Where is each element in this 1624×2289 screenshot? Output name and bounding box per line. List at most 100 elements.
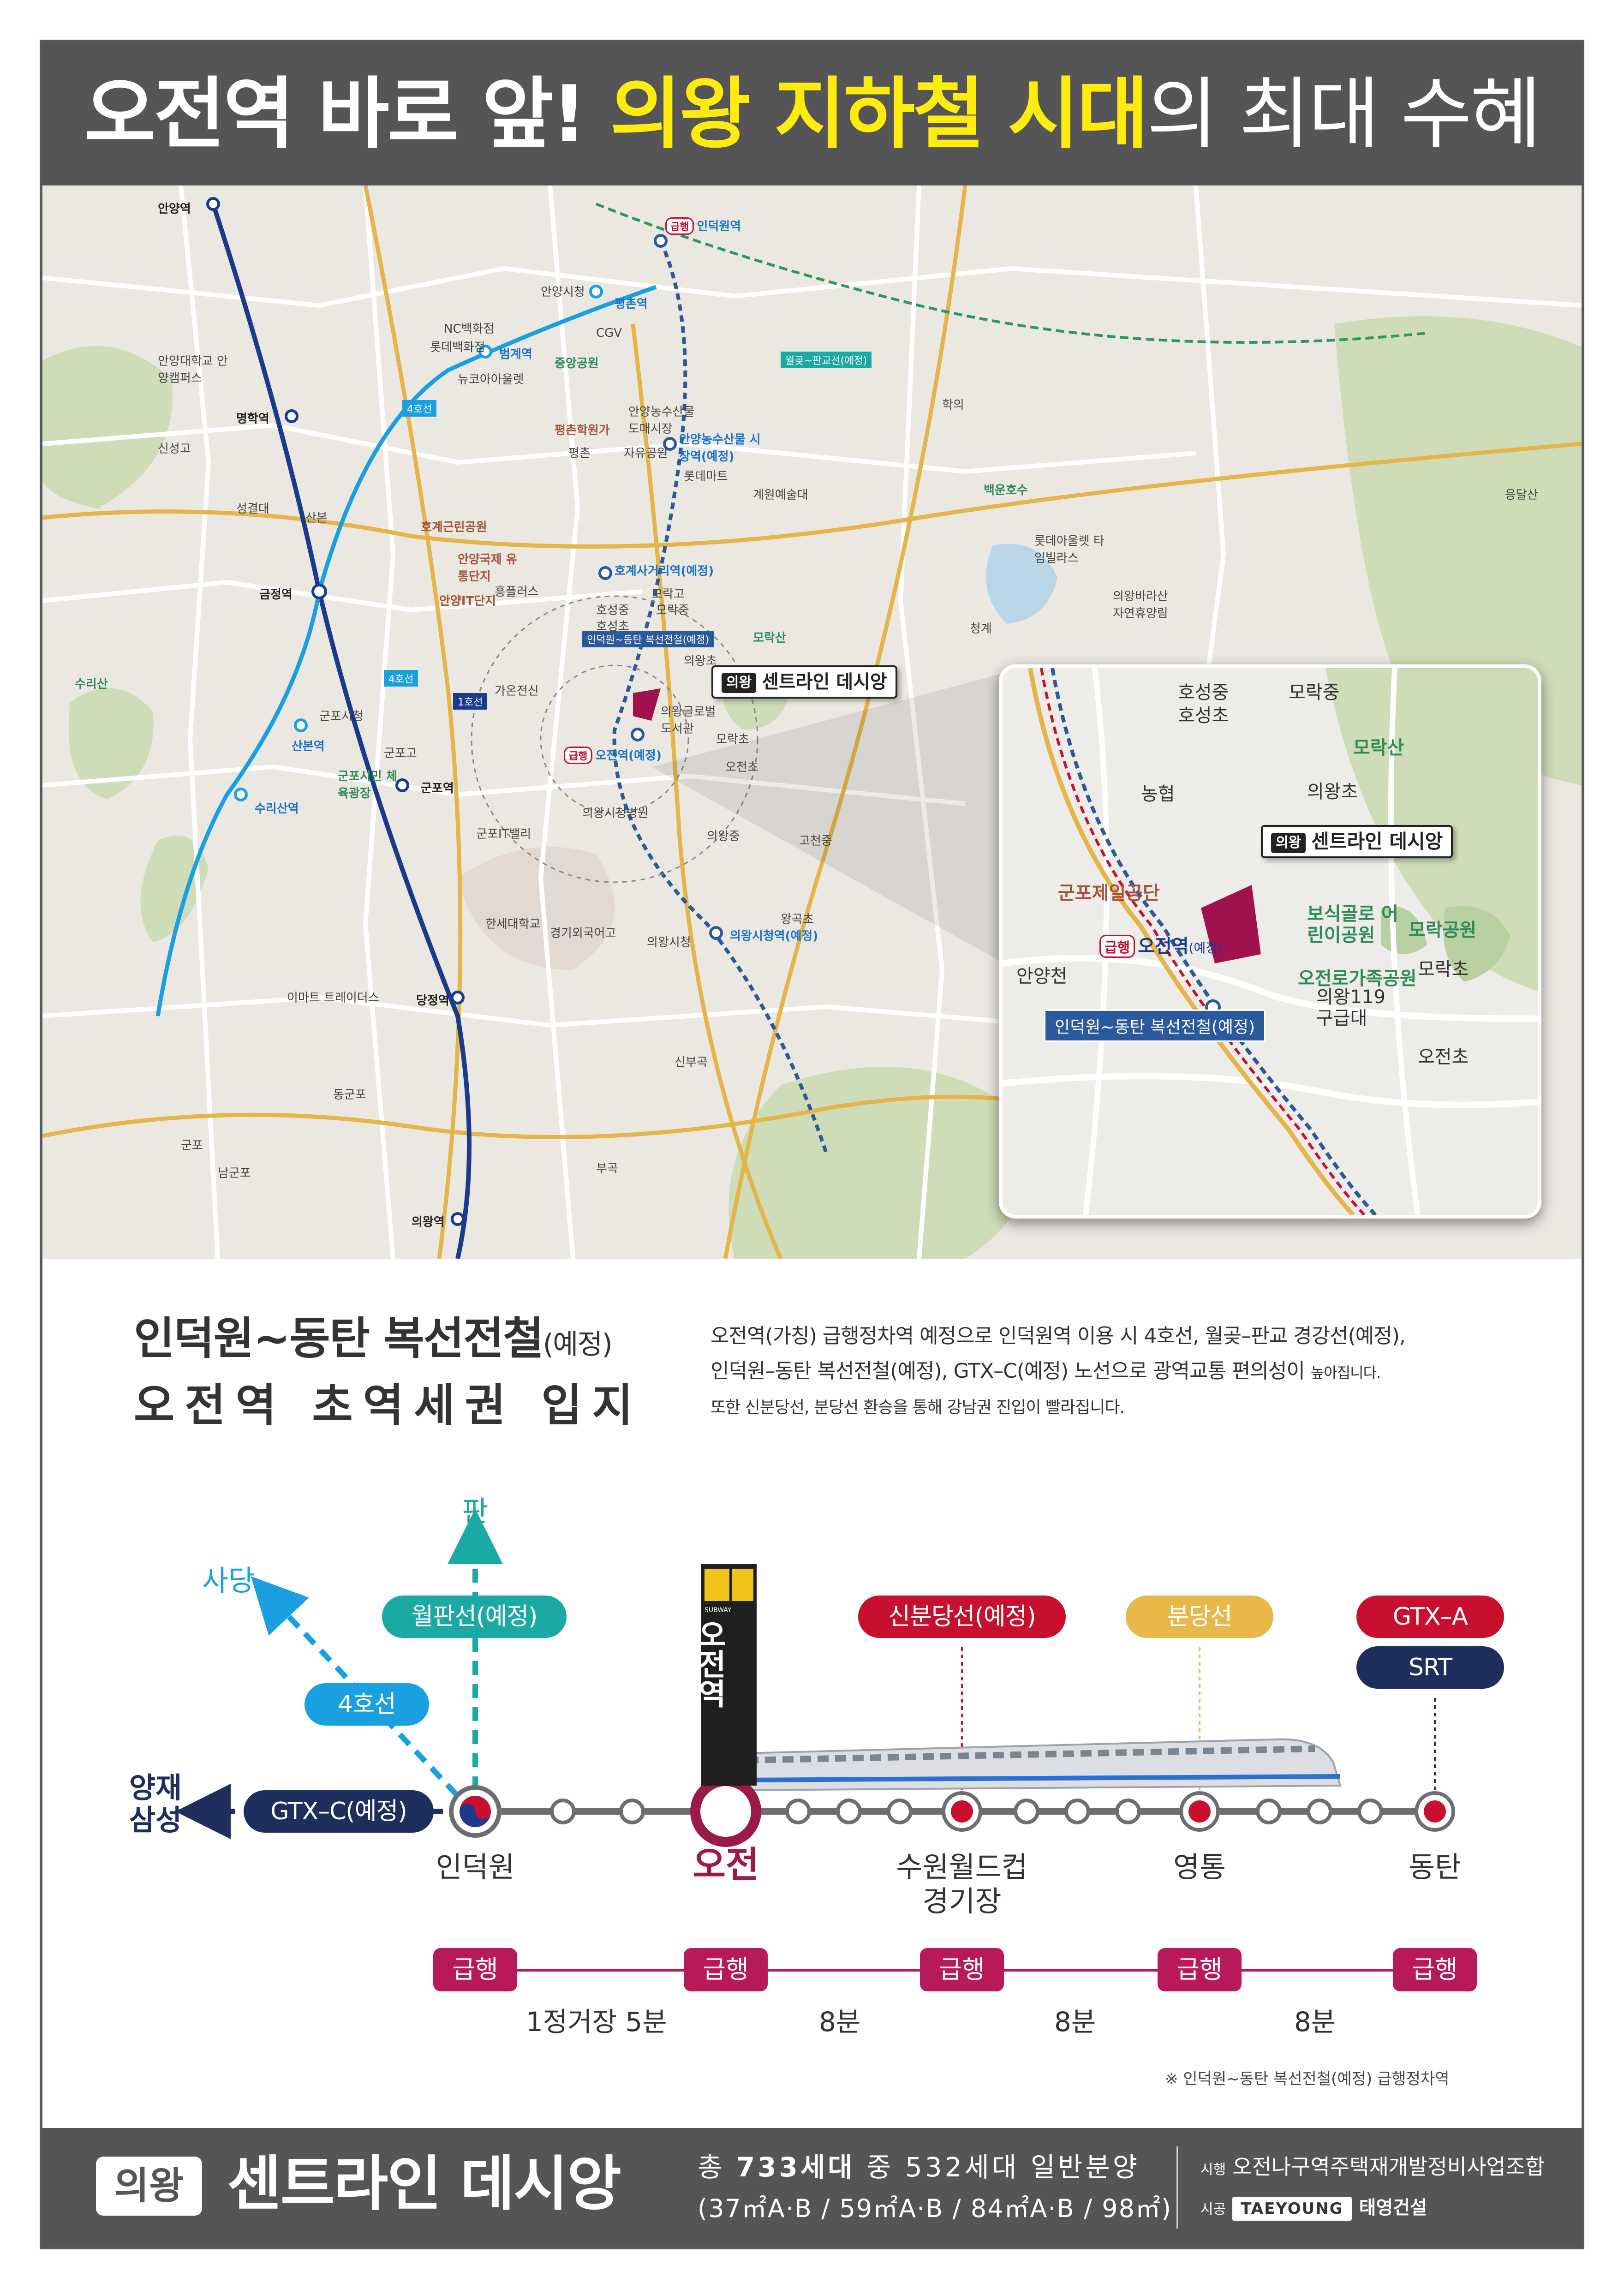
map-place: 의왕중 <box>707 830 740 843</box>
section-title-main: 인덕원~동탄 복선전철 <box>134 1313 544 1364</box>
pill-srt: SRT <box>1356 1646 1504 1689</box>
units-total: 733세대 <box>736 2152 855 2183</box>
inset-station-name: 오전역 <box>1138 936 1189 957</box>
map-station-ojeon-name: 오전역(예정) <box>595 749 662 763</box>
map-place: 산본 <box>305 511 328 525</box>
station-label-indeogwon: 인덕원 <box>436 1850 515 1884</box>
map-place: 호성중 <box>596 604 629 617</box>
pill-gtxc: GTX–C(예정) <box>244 1790 434 1833</box>
map-station-nongsusan: 안양농수산물 시장역(예정) <box>679 433 761 464</box>
builder-label: 시공 <box>1200 2201 1226 2217</box>
map-place: 성결대 <box>236 502 269 516</box>
footer-badge: 의왕 <box>96 2157 202 2216</box>
map-place: 응달산 <box>1505 488 1538 502</box>
map-station-sanbon: 산본역 <box>292 740 325 753</box>
headline: 오전역 바로 앞! 의왕 지하철 시대의 최대 수혜지! <box>42 42 1582 302</box>
pill-line4: 4호선 <box>304 1683 429 1726</box>
map-station-surisan: 수리산역 <box>255 802 299 816</box>
section-title-line1: 인덕원~동탄 복선전철(예정) <box>134 1308 643 1375</box>
map-place: 안양대학교 안양캠퍼스 <box>158 354 228 385</box>
footer-units: 총 733세대 중 532세대 일반분양 <box>698 2146 1140 2184</box>
section-description: 오전역(가칭) 급행정차역 예정으로 인덕원역 이용 시 4호선, 월곶–판교 … <box>710 1319 1550 1425</box>
map-station-uiwang: 의왕역 <box>412 1215 445 1229</box>
map-place: 모락고 <box>651 587 685 601</box>
developer-name: 오전나구역주택재개발정비사업조합 <box>1232 2154 1545 2179</box>
express-badge-ojeon: 급행 <box>684 1948 768 1991</box>
time-label: 8분 <box>819 2006 861 2038</box>
map-canvas <box>42 185 1582 1259</box>
pill-gtxa: GTX–A <box>1356 1596 1504 1638</box>
line-tag-4: 4호선 <box>402 400 437 417</box>
express-badge-dongtan: 급행 <box>1393 1948 1477 1991</box>
map-place: 의왕바라산 자연휴양림 <box>1113 590 1168 621</box>
map-place: 안양국제 유통단지 <box>458 553 517 584</box>
map-place: 고천중 <box>799 834 832 848</box>
line-tag-4: 4호선 <box>384 670 418 687</box>
footer-developer: 시행 오전나구역주택재개발정비사업조합 <box>1200 2150 1545 2181</box>
inset-line-label: 인덕원~동탄 복선전철(예정) <box>1044 1010 1266 1042</box>
map-place: 안양IT단지 <box>439 594 496 608</box>
inset-place: 호성초 <box>1178 705 1229 726</box>
dest-sadang: 사당 <box>202 1564 255 1597</box>
express-badge-indeogwon: 급행 <box>433 1948 517 1991</box>
station-label-yeongtong: 영통 <box>1173 1850 1226 1884</box>
headline-highlight: 의왕 지하철 시대 <box>610 69 1148 159</box>
station-label-suwon-line1: 수원월드컵 <box>896 1850 1028 1884</box>
footnote: ※ 인덕원~동탄 복선전철(예정) 급행정차역 <box>1165 2070 1450 2088</box>
inset-place: 모락공원 <box>1409 920 1477 941</box>
line-tag-indeogwon-dongtan: 인덕원~동탄 복선전철(예정) <box>582 631 714 647</box>
map-station-anyang: 안양역 <box>158 202 191 216</box>
desc-line2-main: 인덕원–동탄 복선전철(예정), GTX–C(예정) 노선으로 광역교통 편의성… <box>710 1359 1305 1383</box>
pill-sinbundang: 신분당선(예정) <box>858 1596 1066 1638</box>
line-tag-wolpan: 월곶~판교선(예정) <box>781 352 872 368</box>
map-place: 군포시민 체육광장 <box>338 770 397 801</box>
map-station-beomgye: 범계역 <box>499 347 532 361</box>
map-place: 청계 <box>970 622 992 636</box>
header-banner: 오전역 바로 앞! 의왕 지하철 시대의 최대 수혜지! <box>42 42 1582 302</box>
map-place: 평촌 <box>568 447 591 460</box>
footer-project-name: 센트라인 데시앙 <box>227 2150 621 2218</box>
map-place: 롯데백화점 <box>430 341 485 354</box>
map-place: 백운호수 <box>984 484 1028 497</box>
express-badge-suwon: 급행 <box>920 1948 1004 1991</box>
map-station-myeonghak: 명학역 <box>236 412 269 426</box>
map-place: 계원예술대 <box>753 488 808 502</box>
units-mid: 중 532세대 일반분양 <box>855 2152 1140 2183</box>
inset-place: 보식골로 어린이공원 <box>1307 903 1398 946</box>
builder-name: 태영건설 <box>1359 2197 1427 2218</box>
map-place: 수리산 <box>75 677 108 691</box>
station-label-ojeon: 오전 <box>693 1844 759 1886</box>
map-place: 군포 <box>181 1139 203 1153</box>
map-place: 군포IT밸리 <box>476 827 531 841</box>
developer-label: 시행 <box>1200 2162 1226 2178</box>
dest-samseong: 삼성 <box>129 1803 182 1837</box>
section-title: 인덕원~동탄 복선전철(예정) 오전역 초역세권 입지 <box>134 1308 643 1436</box>
map-place: 군포시청 <box>319 710 364 723</box>
map-place: 안양시청 <box>541 285 585 299</box>
builder-logo: TAEYOUNG <box>1232 2197 1352 2221</box>
map-place: 왕곡초 <box>781 913 814 926</box>
callout-name: 센트라인 데시앙 <box>762 671 887 693</box>
inset-place: 안양천 <box>1016 966 1068 987</box>
time-label: 8분 <box>1294 2006 1336 2038</box>
map-station-uiwang-city-hall: 의왕시청역(예정) <box>730 929 818 943</box>
units-prefix: 총 <box>698 2152 736 2183</box>
callout-tag: 의왕 <box>1271 832 1306 853</box>
inset-station-suffix: (예정) <box>1188 940 1223 956</box>
map-place: 학의 <box>942 398 964 412</box>
map-place: 신성고 <box>158 442 191 456</box>
map-place: 한세대학교 <box>485 917 541 931</box>
inset-place: 군포제일공단 <box>1058 883 1160 904</box>
map-station-hogye: 호계사거리역(예정) <box>615 564 714 578</box>
time-label: 1정거장 5분 <box>526 2006 667 2038</box>
inset-place: 오전로가족공원 <box>1298 968 1417 989</box>
inset-place: 모락산 <box>1353 737 1404 759</box>
dest-pangyo: 판교 <box>462 1494 489 1570</box>
map-place: 롯데아울렛 타임빌라스 <box>1034 534 1105 565</box>
map-place: 오전초 <box>725 760 758 774</box>
